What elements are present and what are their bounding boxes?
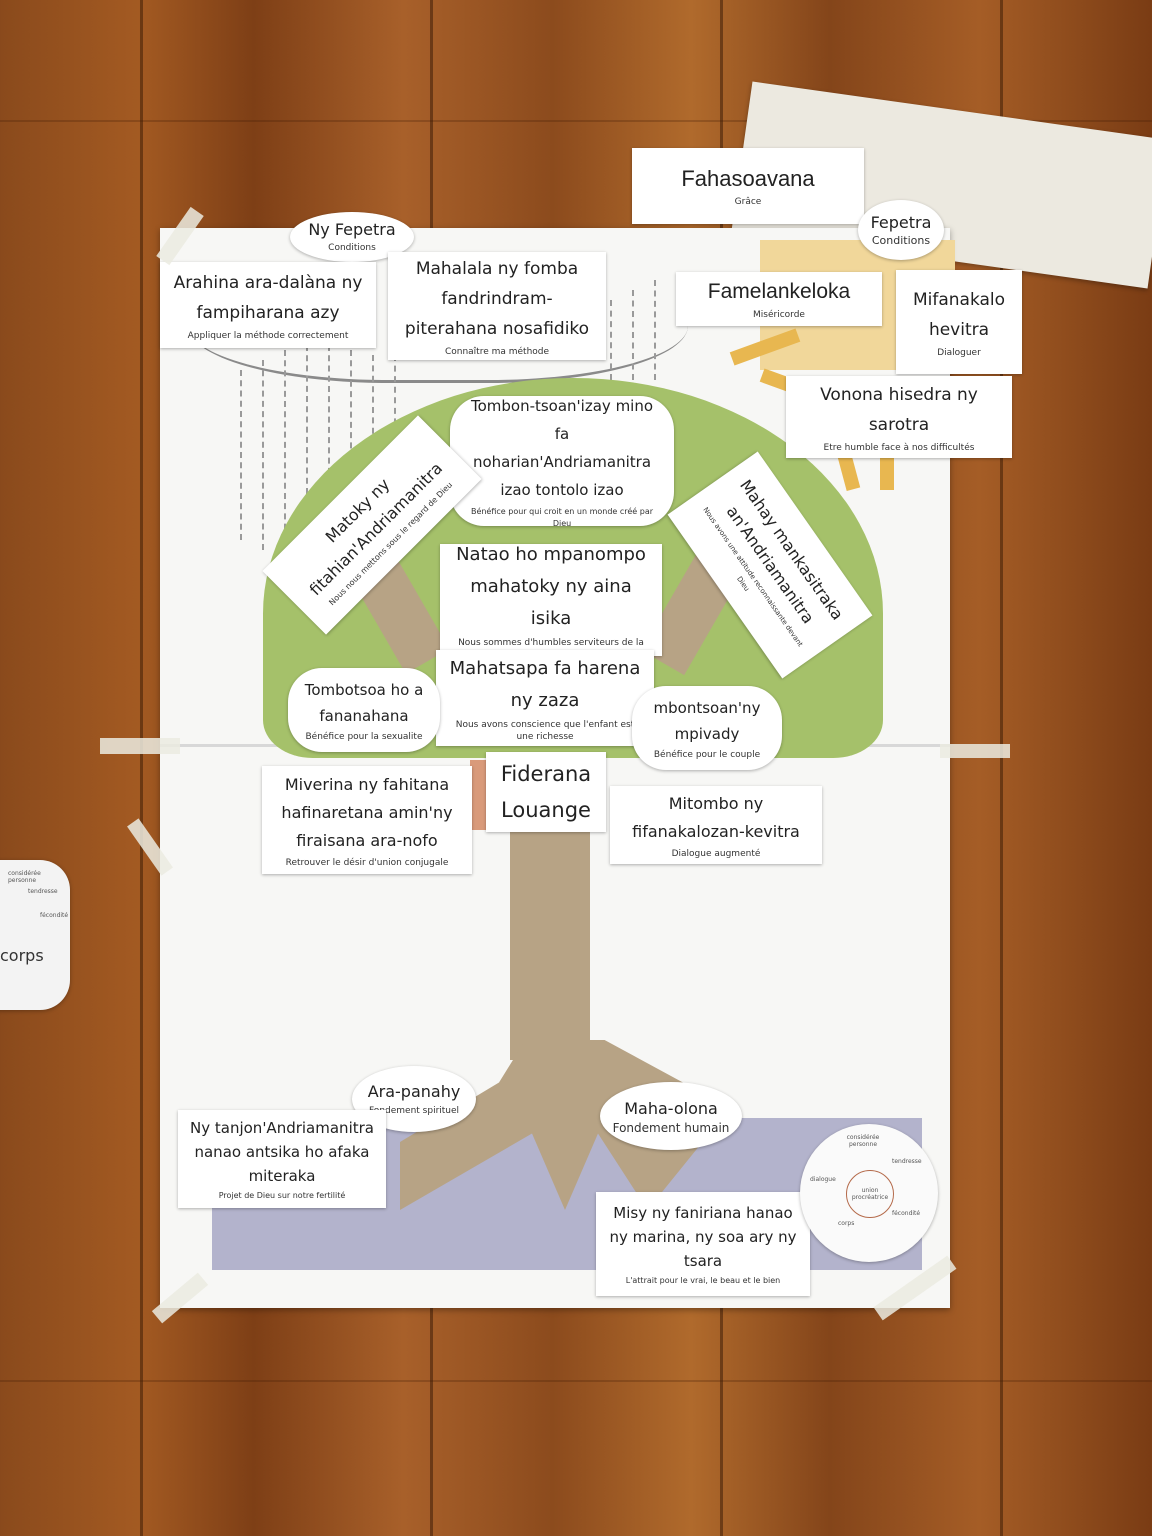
label-famelankeloka: Famelankeloka Miséricorde xyxy=(676,272,882,326)
label-subtitle: Fondement spirituel xyxy=(368,1106,460,1116)
label-title: Misy ny faniriana hanao ny marina, ny so… xyxy=(609,1204,797,1270)
rain-line xyxy=(306,345,308,545)
side-flower-card: considérée personne tendresse fécondité … xyxy=(0,860,70,1010)
label-mitombo: Mitombo ny fifanakalozan-kevitra Dialogu… xyxy=(610,786,822,864)
label-natao: Natao ho mpanompo mahatoky ny aina isika… xyxy=(440,544,662,660)
flower-diagram: union procréatrice considérée personne t… xyxy=(800,1124,938,1262)
label-fepetra: Fepetra Conditions xyxy=(858,200,944,260)
label-title: Ara-panahy xyxy=(367,1082,461,1101)
rain-line xyxy=(372,355,374,465)
wood-plank-seam xyxy=(140,0,143,1536)
label-subtitle: Dialogue augmenté xyxy=(671,849,761,859)
label-subtitle: Miséricorde xyxy=(753,310,805,320)
side-flower-petal: tendresse xyxy=(28,888,58,895)
side-flower-petal: considérée personne xyxy=(8,870,41,884)
label-miverina: Miverina ny fahitana hafinaretana amin'n… xyxy=(262,766,472,874)
label-maha-olona: Maha-olona Fondement humain xyxy=(600,1082,742,1150)
rain-line xyxy=(350,350,352,510)
label-title: Mitombo ny fifanakalozan-kevitra xyxy=(632,794,800,841)
label-subtitle: Etre humble face à nos difficultés xyxy=(823,443,975,453)
label-vonona: Vonona hisedra ny sarotra Etre humble fa… xyxy=(786,376,1012,458)
label-fahasoavana: Fahasoavana Grâce xyxy=(632,148,864,224)
wood-plank-seam xyxy=(1000,0,1003,1536)
rain-line xyxy=(284,350,286,550)
tape-strip xyxy=(100,738,180,754)
label-mifanakalo: Mifanakalo hevitra Dialoguer xyxy=(896,270,1022,374)
label-title: Ny tanjon'Andriamanitra nanao antsika ho… xyxy=(190,1119,374,1185)
label-subtitle: Retrouver le désir d'union conjugale xyxy=(285,858,449,868)
label-subtitle: Appliquer la méthode correctement xyxy=(187,331,349,341)
label-title: Arahina ara-dalàna ny fampiharana azy xyxy=(173,273,363,323)
side-flower-petal: fécondité xyxy=(40,912,69,919)
label-subtitle: Connaître ma méthode xyxy=(444,347,550,357)
label-mahatsapa: Mahatsapa fa harena ny zaza Nous avons c… xyxy=(436,650,654,746)
rain-line xyxy=(262,360,264,550)
label-mahalala: Mahalala ny fomba fandrindram-piterahana… xyxy=(388,252,606,360)
flower-petal: tendresse xyxy=(892,1158,922,1165)
cloud-arc xyxy=(188,240,688,383)
label-tombotsoa-right: mbontsoan'ny mpivady Bénéfice pour le co… xyxy=(632,686,782,770)
side-flower-label: corps xyxy=(0,946,44,965)
label-fiderana: Fiderana Louange xyxy=(486,752,606,832)
label-subtitle: Projet de Dieu sur notre fertilité xyxy=(218,1191,346,1200)
label-title: Natao ho mpanompo mahatoky ny aina isika xyxy=(456,544,646,629)
flower-petal: corps xyxy=(838,1220,855,1227)
label-subtitle: Louange xyxy=(501,798,591,822)
flower-petal: fécondité xyxy=(892,1210,921,1217)
wood-rail xyxy=(0,1380,1152,1382)
label-tanjon: Ny tanjon'Andriamanitra nanao antsika ho… xyxy=(178,1110,386,1208)
label-title: Ny Fepetra xyxy=(308,220,396,239)
label-title: Maha-olona xyxy=(624,1099,718,1118)
label-misy: Misy ny faniriana hanao ny marina, ny so… xyxy=(596,1192,810,1296)
flower-center: union procréatrice xyxy=(846,1170,894,1218)
label-ny-fepetra: Ny Fepetra Conditions xyxy=(290,212,414,262)
label-subtitle: Bénéfice pour le couple xyxy=(653,750,761,760)
flower-petal: considérée personne xyxy=(846,1134,880,1148)
label-title: Tombon-tsoan'izay mino fa noharian'Andri… xyxy=(470,397,654,499)
label-title: Mahalala ny fomba fandrindram-piterahana… xyxy=(404,259,590,339)
label-subtitle: Grâce xyxy=(734,197,762,207)
label-title: Mahatsapa fa harena ny zaza xyxy=(449,658,641,711)
label-title: Famelankeloka xyxy=(707,280,851,303)
sun-ray xyxy=(880,450,894,490)
label-subtitle: Dialoguer xyxy=(937,348,981,358)
flower-petal: dialogue xyxy=(810,1176,836,1183)
rain-line xyxy=(632,290,634,380)
rain-line xyxy=(240,370,242,540)
label-arahina: Arahina ara-dalàna ny fampiharana azy Ap… xyxy=(160,262,376,348)
label-title: Fepetra xyxy=(870,213,932,232)
label-title: Fiderana xyxy=(500,762,592,786)
wood-rail xyxy=(0,120,1152,122)
label-title: Tombotsoa ho a fananahana xyxy=(304,681,424,725)
label-subtitle: L'attrait pour le vrai, le beau et le bi… xyxy=(625,1276,781,1285)
rain-line xyxy=(328,345,330,525)
label-title: Miverina ny fahitana hafinaretana amin'n… xyxy=(281,775,453,850)
label-title: Mifanakalo hevitra xyxy=(912,290,1006,340)
rain-line xyxy=(610,300,612,380)
rain-line xyxy=(654,280,656,380)
label-subtitle: Conditions xyxy=(871,234,931,247)
label-subtitle: Bénéfice pour la sexualite xyxy=(305,732,423,742)
tape-strip xyxy=(940,744,1010,758)
label-tombon-tsoa: Tombon-tsoan'izay mino fa noharian'Andri… xyxy=(450,396,674,528)
label-subtitle: Conditions xyxy=(328,243,376,253)
label-title: Vonona hisedra ny sarotra xyxy=(820,385,978,435)
label-subtitle: Bénéfice pour qui croit en un monde créé… xyxy=(470,507,654,528)
rain-line xyxy=(394,355,396,435)
label-subtitle: Fondement humain xyxy=(612,1121,730,1135)
label-title: Fahasoavana xyxy=(681,166,815,191)
label-title: mbontsoan'ny mpivady xyxy=(653,699,761,743)
label-tombotsoa-left: Tombotsoa ho a fananahana Bénéfice pour … xyxy=(288,668,440,752)
label-subtitle: Nous avons conscience que l'enfant est u… xyxy=(455,720,635,742)
